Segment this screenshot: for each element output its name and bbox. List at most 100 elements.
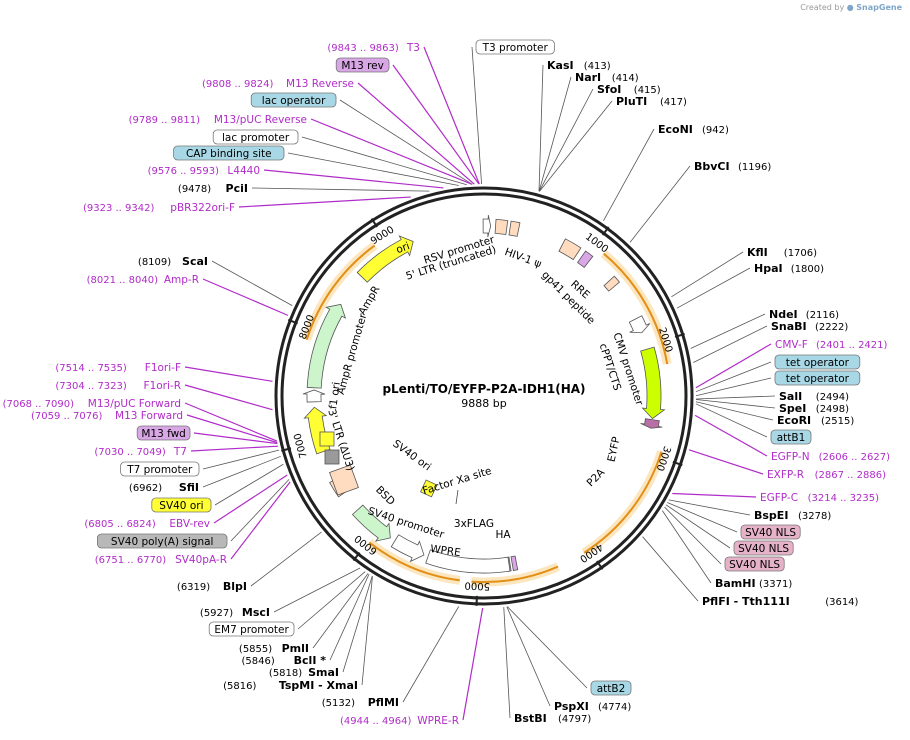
- primer-name: EGFP-N: [771, 451, 810, 463]
- callout-M13rev: M13 rev: [335, 57, 390, 73]
- leader-BbvCI: [629, 165, 691, 243]
- enzyme-position: (3278): [798, 511, 831, 522]
- feature-hiv-1-: [508, 220, 521, 237]
- callout-NLS1: SV40 NLS: [740, 524, 801, 540]
- callout-name: SV40 poly(A) signal: [111, 536, 214, 548]
- feature-label-wpre: WPRE: [429, 543, 461, 559]
- primer-position: (7068 .. 7090): [3, 399, 75, 410]
- enzyme-name: SalI: [779, 390, 802, 403]
- enzyme-position: (5132): [322, 698, 355, 709]
- leader-NdeI: [690, 313, 766, 349]
- leader-EXFPR: [688, 449, 764, 475]
- enzyme-name: KflI: [747, 246, 768, 259]
- watermark-brand: SnapGene: [856, 3, 902, 12]
- primer-position: (2606 .. 2627): [819, 452, 891, 463]
- enzyme-name: BlpI: [223, 580, 247, 593]
- leader-EM7: [297, 571, 366, 630]
- leader-F1oriF: [184, 366, 273, 382]
- callout-SpeI: SpeI(2498): [779, 402, 849, 415]
- plasmid-length: 9888 bp: [461, 397, 506, 410]
- leader-MscI: [273, 567, 361, 613]
- feature-eyfp: [640, 346, 666, 420]
- primer-name: WPRE-R: [417, 715, 459, 727]
- feature-label-factorxa: Factor Xa site: [421, 465, 493, 497]
- leader-lacprom: [301, 136, 467, 186]
- callout-lacop: lac operator: [250, 92, 337, 108]
- enzyme-name: SfoI: [597, 83, 621, 96]
- callout-TspMI: TspMI - XmaI(5816): [223, 679, 358, 692]
- leader-CAP: [287, 152, 459, 186]
- feature-label-bsd: BSD: [373, 484, 397, 508]
- feature-label-f1ori: f1 ori: [327, 381, 343, 410]
- enzyme-name: BclI *: [294, 654, 327, 667]
- primer-name: F1ori-R: [144, 380, 181, 392]
- callout-box: [335, 57, 390, 73]
- features: [302, 214, 666, 574]
- leader-PluTI: [539, 100, 613, 192]
- callout-name: T7 promoter: [126, 464, 193, 476]
- callout-T7prom: T7 promoter: [120, 461, 200, 477]
- primer-position: (8021 .. 8040): [87, 275, 159, 286]
- feature-ampr: [306, 303, 347, 389]
- orf-arc: [368, 541, 460, 582]
- feature-cppt-cts: [603, 275, 621, 292]
- enzyme-name: PluTI: [616, 95, 647, 108]
- enzyme-position: (2116): [806, 310, 839, 321]
- callout-EcoRI: EcoRI(2515): [777, 414, 854, 427]
- callout-lacprom: lac promoter: [212, 129, 299, 145]
- enzyme-position: (2515): [821, 416, 854, 427]
- callout-SalI: SalI(2494): [779, 390, 849, 403]
- primer-name: L4440: [227, 165, 260, 177]
- callout-HpaI: HpaI(1800): [754, 262, 824, 275]
- callout-name: tet operator: [786, 373, 850, 385]
- enzyme-position: (417): [660, 97, 687, 108]
- callout-name: lac operator: [262, 95, 326, 107]
- leader-PmlI: [312, 573, 369, 649]
- callout-M13Fwd: M13 Forward(7059 .. 7076): [31, 410, 183, 422]
- primer-position: (9789 .. 9811): [129, 115, 201, 126]
- leader-ScaI: [211, 260, 293, 306]
- enzyme-position: (6962): [129, 483, 162, 494]
- callout-attB1: attB1: [770, 429, 812, 445]
- callout-box: [774, 370, 861, 386]
- callout-EGFPC: EGFP-C(3214 .. 3235): [760, 492, 879, 504]
- callout-box: [97, 533, 228, 549]
- enzyme-position: (5927): [200, 608, 233, 619]
- primer-name: SV40pA-R: [175, 554, 227, 566]
- enzyme-position: (6319): [177, 582, 210, 593]
- feature-ori: [356, 235, 414, 283]
- callout-box: [475, 39, 555, 55]
- feature-ltr3: [329, 464, 359, 496]
- feature-label-gp41: gp41 peptide: [539, 269, 597, 327]
- enzyme-name: PciI: [226, 182, 248, 195]
- enzyme-name: TspMI - XmaI: [279, 679, 358, 692]
- callout-M13Reverse: M13 Reverse (9808 .. 9824): [202, 78, 354, 90]
- leader-NLS3: [664, 506, 722, 565]
- primer-name: M13 Reverse: [286, 78, 354, 90]
- leader-NarI: [538, 76, 572, 192]
- enzyme-name: SfiI: [179, 481, 199, 494]
- primer-name: EXFP-R: [767, 469, 804, 481]
- leader-SalI: [695, 395, 776, 400]
- callout-F1oriR: F1ori-R(7304 .. 7323): [55, 380, 181, 392]
- primer-name: Amp-R: [164, 274, 199, 286]
- leader-F1oriR: [184, 384, 273, 411]
- leader-T3prom: [471, 46, 482, 185]
- primer-position: (9808 .. 9824): [202, 79, 274, 90]
- leader-L4440: [263, 169, 444, 189]
- callout-box: [733, 540, 794, 556]
- callout-tetop1: tet operator: [774, 354, 861, 370]
- leader-SfoI: [538, 88, 594, 192]
- leader-M13pucRev: [310, 118, 473, 185]
- primer-name: T7: [173, 446, 187, 458]
- leader-WPRER: [462, 607, 484, 721]
- tick-mark: [674, 333, 685, 338]
- enzyme-position: (3614): [825, 597, 858, 608]
- leader-EBVrev: [213, 474, 288, 524]
- orf-arcs: [302, 241, 672, 587]
- leader-EcoRI: [695, 401, 774, 421]
- orf-halo: [581, 450, 666, 557]
- leader-AmpR: [202, 278, 289, 316]
